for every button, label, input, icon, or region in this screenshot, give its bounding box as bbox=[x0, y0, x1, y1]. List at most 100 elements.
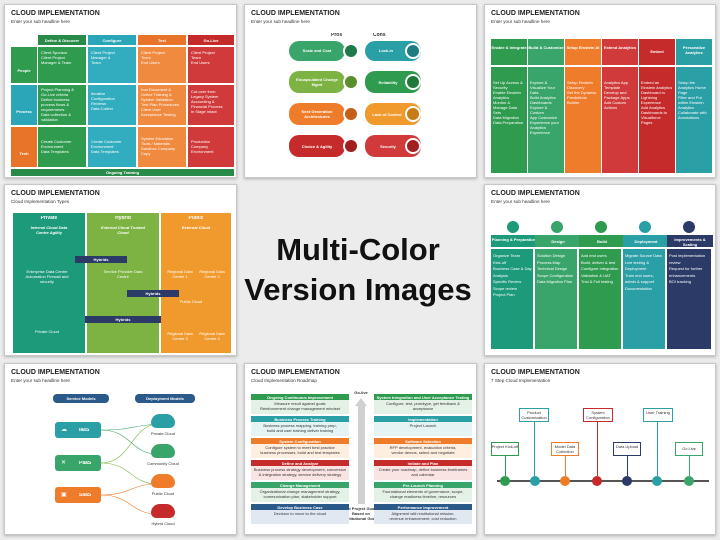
private-item: Enterprise Data Centre Automation Firewa… bbox=[25, 269, 69, 284]
stage-body: Setup the Analytics Home Page Filter and… bbox=[678, 80, 707, 120]
step-label: Project Kick-off bbox=[491, 444, 519, 449]
control-icon bbox=[405, 106, 421, 122]
roadmap-step-text: Business process strategy development, c… bbox=[253, 467, 347, 477]
slide-subtitle: Cloud Implementation Roadmap bbox=[251, 378, 317, 383]
public-item: Public Cloud bbox=[179, 299, 203, 304]
stage-heading: Personalize Analytics bbox=[682, 45, 706, 55]
build-icon bbox=[595, 221, 607, 233]
slide-title: CLOUD IMPLEMENTATION bbox=[491, 190, 580, 197]
timeline-node bbox=[652, 476, 662, 486]
slide-thumbnail-8[interactable]: CLOUD IMPLEMENTATION 7 Step Cloud Implem… bbox=[484, 363, 716, 535]
public-item: Regional Data Centre 3 bbox=[167, 331, 193, 341]
phase-body: Solution Design Process Map Technical De… bbox=[537, 253, 574, 284]
scale-icon bbox=[343, 43, 359, 59]
column-header: Test bbox=[158, 38, 166, 43]
stage-body: Setup Einstein Discovery Set the Dynamic… bbox=[567, 80, 597, 105]
cloud-label: Public Cloud bbox=[151, 491, 175, 496]
roadmap-step-text: Foundational elements of governance, sco… bbox=[382, 489, 464, 499]
con-item: Lock-in bbox=[378, 48, 394, 53]
hybrid-bar: Hybrids bbox=[145, 291, 161, 296]
step-label: Go Live bbox=[682, 446, 696, 451]
slide-subtitle: Enter your sub headline here bbox=[251, 19, 310, 24]
reliability-icon bbox=[405, 74, 421, 90]
hybrid-bar: Hybrids bbox=[93, 257, 109, 262]
cloud-icon: ☁ bbox=[61, 427, 67, 433]
timeline-node bbox=[500, 476, 510, 486]
phase-heading: Design bbox=[551, 239, 565, 244]
step-label: User Training bbox=[646, 410, 670, 415]
slide-title: CLOUD IMPLEMENTATION bbox=[11, 369, 100, 376]
change-icon bbox=[343, 74, 359, 90]
timeline-node bbox=[560, 476, 570, 486]
slide-thumbnail-2[interactable]: CLOUD IMPLEMENTATION Enter your sub head… bbox=[244, 4, 477, 178]
roadmap-step-text: Configure, test, prototype, get feedback… bbox=[386, 401, 460, 411]
roadmap-step-title: Change Management bbox=[279, 483, 321, 488]
pros-heading: Pros bbox=[331, 33, 343, 38]
stage-heading: Build & Customize bbox=[528, 45, 564, 50]
slide-thumbnail-3[interactable]: CLOUD IMPLEMENTATION Enter your sub head… bbox=[484, 4, 716, 178]
cell-text: Client Sponsor Client Project Manager & … bbox=[41, 50, 72, 65]
step-label: Data Upload bbox=[615, 444, 639, 449]
cell-text: System Education Tools / Materials Sandb… bbox=[141, 136, 176, 156]
timeline-node bbox=[592, 476, 602, 486]
cloud-label: Private Cloud bbox=[150, 431, 175, 436]
public-cloud-shape bbox=[151, 474, 175, 488]
slide-thumbnail-4[interactable]: CLOUD IMPLEMENTATION Cloud Implementatio… bbox=[4, 184, 237, 356]
roadmap-step-text: Business process mapping, training prep,… bbox=[263, 423, 337, 433]
private-cloud-shape bbox=[151, 414, 175, 428]
con-item: Lack of Control bbox=[372, 112, 402, 117]
deploy-icon bbox=[639, 221, 651, 233]
pro-item: Choice & Agility bbox=[301, 144, 333, 149]
stage-body: Analytics App Template Develop and Packa… bbox=[604, 80, 630, 110]
stage-heading: Extend Analytics bbox=[603, 45, 637, 50]
headline-line-1: Multi-Color bbox=[276, 232, 440, 267]
cell-text: Client Project Manager & Team bbox=[91, 50, 115, 65]
slide-title: CLOUD IMPLEMENTATION bbox=[11, 10, 100, 17]
roadmap-step-text: RFP development, evaluation criteria, ve… bbox=[389, 445, 457, 455]
roadmap-step-text: Project Launch bbox=[409, 423, 437, 428]
slide-thumbnail-6[interactable]: CLOUD IMPLEMENTATION Enter your sub head… bbox=[4, 363, 237, 535]
hybrid-item: Service Provider Data Centre bbox=[103, 269, 143, 279]
stage-body: Set Up Access & Security Enable Einstein… bbox=[493, 80, 524, 125]
slide-thumbnail-1[interactable]: CLOUD IMPLEMENTATION Enter your sub head… bbox=[4, 4, 237, 178]
slide-subtitle: Enter your sub headline here bbox=[11, 378, 70, 383]
cloud-label: Hybrid Cloud bbox=[151, 521, 175, 526]
pro-item: Next Generation Architectures bbox=[301, 109, 333, 119]
roadmap-step-title: Initiate and Plan bbox=[407, 461, 439, 466]
column-header: Go-Live bbox=[203, 38, 219, 43]
cell-text: Iterative Configuration Reviews Data Col… bbox=[91, 91, 115, 111]
roadmap-step-text: Measure result against goals Reinforceme… bbox=[260, 401, 340, 411]
phase-heading: Planning & Preparation bbox=[491, 237, 537, 242]
cell-text: Iron Document & Online Training & System… bbox=[141, 87, 180, 117]
slide-thumbnail-7[interactable]: CLOUD IMPLEMENTATION Cloud Implementatio… bbox=[244, 363, 477, 535]
phase-body: Migrate Source Data Live testing & Deplo… bbox=[625, 253, 662, 291]
slide-title: CLOUD IMPLEMENTATION bbox=[251, 10, 340, 17]
base-label: Set Project Goals Based on Institutional… bbox=[343, 506, 379, 521]
footer-bar: Ongoing Training bbox=[105, 170, 140, 175]
pro-item: Encapsulated Change Mgmt bbox=[296, 77, 338, 87]
roadmap-step-title: System Integration and User Acceptance T… bbox=[376, 395, 470, 400]
cell-text: Client Project Team End Users bbox=[141, 50, 165, 65]
cloud-label: External Cloud bbox=[181, 225, 211, 230]
cloud-label: Internal Cloud Data Centre Agility bbox=[30, 225, 68, 235]
con-item: Reliability bbox=[378, 80, 398, 85]
slide-thumbnail-5[interactable]: CLOUD IMPLEMENTATION Enter your sub head… bbox=[484, 184, 716, 356]
roadmap-step-title: Software Selection bbox=[405, 439, 441, 444]
model-label: SaaS bbox=[79, 493, 92, 498]
go-live-label: Go-live bbox=[354, 390, 368, 395]
roadmap-step-title: Business Process Training bbox=[274, 417, 326, 422]
roadmap-step-text: Create your roadmap, define business tim… bbox=[378, 467, 468, 477]
step-label: Product Customization bbox=[521, 410, 547, 420]
public-item: Regional Data Centre 4 bbox=[199, 331, 225, 341]
row-label: People bbox=[17, 68, 31, 73]
cloud-label: Community Cloud bbox=[147, 461, 179, 466]
cell-text: Production Company Environment bbox=[191, 139, 214, 154]
stage-body: Embed an Einstein Analytics Dashboard in… bbox=[641, 80, 673, 125]
phase-heading: Build bbox=[597, 239, 607, 244]
app-icon: ▣ bbox=[61, 492, 67, 498]
agility-icon bbox=[343, 138, 359, 154]
slide-subtitle: Enter your sub headline here bbox=[11, 19, 70, 24]
cell-text: Project Planning & Go-Live criteria Defi… bbox=[41, 87, 74, 122]
roadmap-step-text: Configure system to meet best practice b… bbox=[260, 445, 340, 455]
slide-title: CLOUD IMPLEMENTATION bbox=[491, 369, 580, 376]
